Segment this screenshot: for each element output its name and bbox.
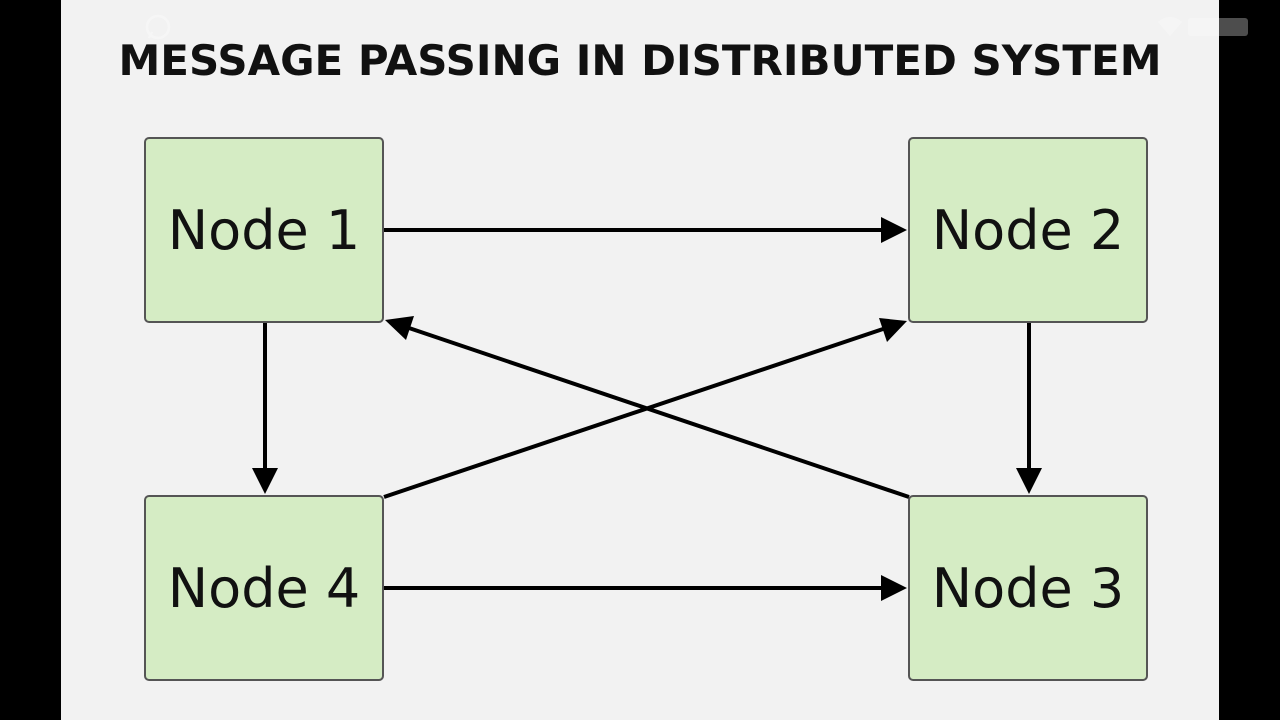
edge-node3-to-node1: [385, 316, 910, 499]
edge-node4-to-node3: [384, 575, 907, 601]
node-3-label: Node 3: [931, 556, 1125, 620]
node-4-box: Node 4: [144, 495, 384, 681]
node-2-box: Node 2: [908, 137, 1148, 323]
wifi-icon: [1158, 17, 1248, 36]
arrows-layer: [252, 217, 1042, 601]
whatsapp-icon: [145, 14, 171, 40]
edge-node2-to-node3: [1016, 323, 1042, 494]
node-4-label: Node 4: [167, 556, 361, 620]
node-2-label: Node 2: [931, 198, 1125, 262]
slide: MESSAGE PASSING IN DISTRIBUTED SYSTEM: [61, 0, 1248, 720]
page-title: MESSAGE PASSING IN DISTRIBUTED SYSTEM: [118, 36, 1162, 85]
edge-node1-to-node4: [252, 323, 278, 494]
edge-node4-to-node2: [383, 318, 907, 499]
edge-node1-to-node2: [384, 217, 907, 243]
node-1-box: Node 1: [144, 137, 384, 323]
node-1-label: Node 1: [167, 198, 361, 262]
node-3-box: Node 3: [908, 495, 1148, 681]
